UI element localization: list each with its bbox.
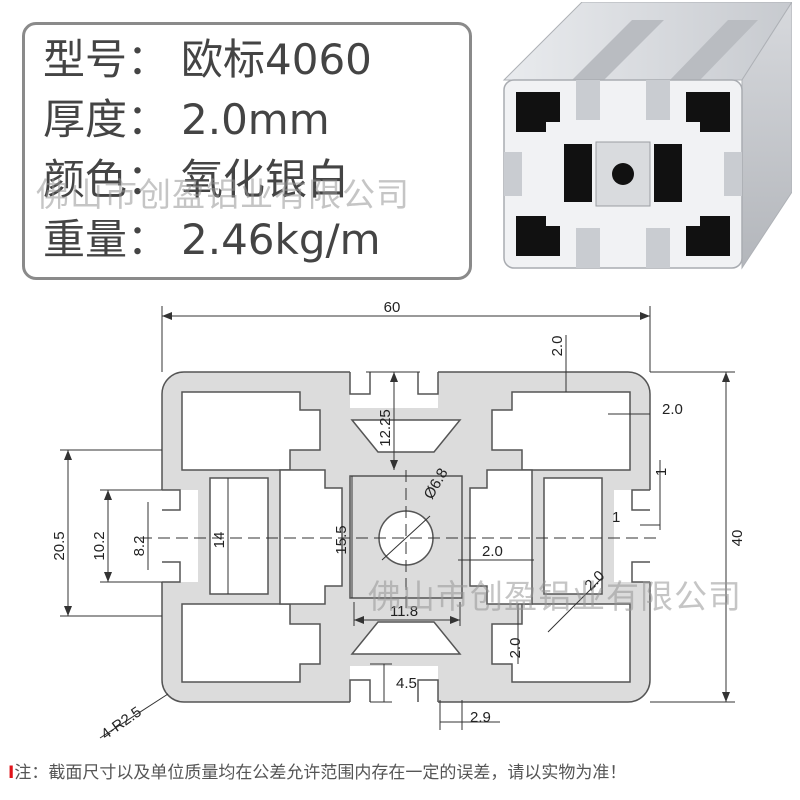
watermark: 佛山市创盈铝业有限公司 <box>368 577 742 616</box>
dimension-lines <box>60 306 735 739</box>
spec-label: 颜色： <box>43 155 170 204</box>
dim-width-label: 60 <box>384 299 401 316</box>
dim-core-height-label: 15.5 <box>333 525 350 554</box>
spec-value: 2.0mm <box>181 95 330 144</box>
watermark: 佛山市创盈铝业有限公司 <box>36 175 410 214</box>
spec-row-color: 颜色：氧化银白 <box>43 151 349 209</box>
profile-section <box>156 366 656 708</box>
dim-lip-a-label: 1 <box>653 468 670 476</box>
spec-label: 厚度： <box>43 95 170 144</box>
dim-core-width-label: 11.8 <box>390 603 418 620</box>
spec-value: 2.46kg/m <box>181 215 381 264</box>
dimension-arrows <box>64 312 730 702</box>
dim-height-label: 40 <box>729 530 746 547</box>
center-lines <box>140 470 660 610</box>
spec-row-model: 型号：欧标4060 <box>43 31 372 89</box>
spec-box: 型号：欧标4060 厚度：2.0mm 颜色：氧化银白 重量：2.46kg/m <box>22 22 472 280</box>
dim-slot-inner-label: 8.2 <box>131 536 148 557</box>
dim-lip-width-label: 2.9 <box>470 709 491 726</box>
dim-slot-outer-label: 10.2 <box>91 531 108 560</box>
dim-wall-right-label: 2.0 <box>662 401 683 418</box>
cross-section-drawing: 60 40 2.0 2.0 12.25 Ø6.8 1 1 20.5 10.2 8… <box>51 299 746 743</box>
spec-label: 型号： <box>43 35 170 84</box>
dim-side-height-label: 20.5 <box>51 531 68 560</box>
spec-value: 氧化银白 <box>181 155 350 204</box>
footnote: I注：截面尺寸以及单位质量均在公差允许范围内存在一定的误差，请以实物为准！ <box>8 758 794 788</box>
spec-value: 欧标4060 <box>181 35 372 84</box>
dim-slot-width-label: 4.5 <box>396 675 417 692</box>
footnote-mark: I <box>8 763 15 783</box>
dim-wall-top-label: 2.0 <box>549 336 566 357</box>
spec-row-weight: 重量：2.46kg/m <box>43 211 381 269</box>
footnote-text: 注：截面尺寸以及单位质量均在公差允许范围内存在一定的误差，请以实物为准！ <box>14 763 627 783</box>
dim-slot-depth-label: 12.25 <box>377 409 394 447</box>
dim-lip-b-label: 1 <box>612 509 620 526</box>
dim-chamber-height-label: 14 <box>211 532 228 549</box>
dim-web-3-label: 2.0 <box>507 638 524 659</box>
spec-row-thickness: 厚度：2.0mm <box>43 91 330 149</box>
dim-corner-radius-label: 4-R2.5 <box>98 703 145 743</box>
spec-label: 重量： <box>43 215 170 264</box>
product-photo <box>502 2 792 270</box>
dim-web-1-label: 2.0 <box>482 543 503 560</box>
